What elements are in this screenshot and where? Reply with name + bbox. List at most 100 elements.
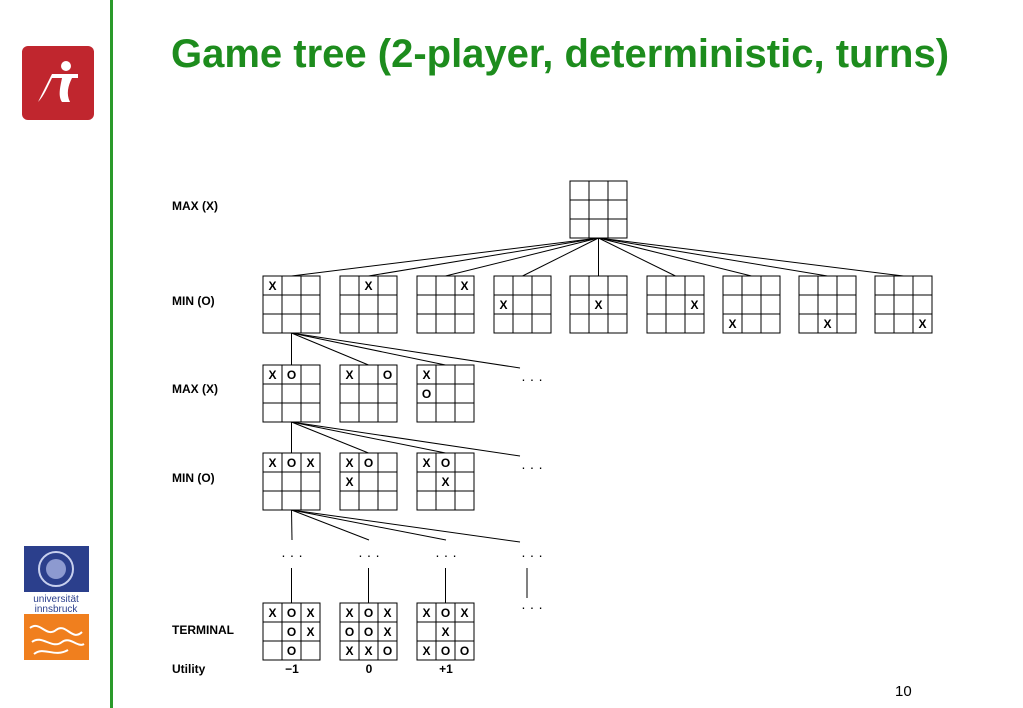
root-board	[569, 180, 628, 239]
ellipsis-text: · · ·	[521, 459, 543, 475]
x-mark: X	[422, 368, 430, 382]
x-mark: X	[441, 475, 449, 489]
x-mark: X	[422, 456, 430, 470]
tree-edge	[291, 421, 369, 454]
x-mark: X	[594, 298, 602, 312]
level1-board: X	[874, 275, 933, 334]
x-mark: X	[499, 298, 507, 312]
ellipsis-markers: · · ·· · ·· · ·· · ·· · ·· · ·· · ·	[281, 371, 543, 615]
level-label: MIN (O)	[172, 294, 215, 308]
ellipsis-text: · · ·	[521, 547, 543, 563]
x-mark: X	[306, 456, 314, 470]
x-mark: X	[383, 606, 391, 620]
x-mark: X	[345, 644, 353, 658]
green-divider-line	[110, 0, 113, 708]
level1-board: X	[493, 275, 552, 334]
o-mark: O	[441, 644, 450, 658]
tree-edge	[368, 237, 599, 277]
level-label: Utility	[172, 662, 206, 676]
o-mark: O	[383, 644, 392, 658]
o-mark: O	[287, 368, 296, 382]
tree-edge	[598, 237, 752, 277]
level2-board: XO	[416, 364, 475, 423]
x-mark: X	[306, 606, 314, 620]
tree-edge	[291, 421, 446, 454]
tree-edge	[291, 332, 521, 369]
tree-edge	[522, 237, 599, 277]
x-mark: X	[460, 279, 468, 293]
ellipsis-text: · · ·	[281, 547, 303, 563]
utility-value: +1	[439, 662, 453, 676]
o-mark: O	[364, 606, 373, 620]
tree-edge	[598, 237, 828, 277]
x-mark: X	[345, 606, 353, 620]
x-mark: X	[268, 456, 276, 470]
tree-edges	[291, 237, 904, 603]
x-mark: X	[364, 644, 372, 658]
x-mark: X	[364, 279, 372, 293]
o-mark: O	[383, 368, 392, 382]
x-mark: X	[441, 625, 449, 639]
o-mark: O	[287, 456, 296, 470]
x-mark: X	[422, 606, 430, 620]
tree-edge	[291, 421, 521, 457]
x-mark: X	[268, 368, 276, 382]
o-mark: O	[287, 644, 296, 658]
ellipsis-text: · · ·	[435, 547, 457, 563]
level1-board: X	[646, 275, 705, 334]
tree-edge	[445, 237, 599, 277]
o-mark: O	[287, 625, 296, 639]
utility-value: −1	[285, 662, 299, 676]
ellipsis-text: · · ·	[521, 599, 543, 615]
x-mark: X	[268, 606, 276, 620]
o-mark: O	[345, 625, 354, 639]
uibk-text-line2: innsbruck	[35, 604, 79, 615]
o-mark: O	[441, 456, 450, 470]
utility-value: 0	[366, 662, 373, 676]
page-number: 10	[895, 683, 912, 700]
o-mark: O	[460, 644, 469, 658]
university-seal-icon: universität innsbruck	[24, 546, 89, 660]
ellipsis-text: · · ·	[521, 371, 543, 387]
level1-board: X	[339, 275, 398, 334]
tree-edge	[291, 237, 599, 277]
o-mark: O	[287, 606, 296, 620]
level-label: MAX (X)	[172, 382, 218, 396]
x-mark: X	[345, 475, 353, 489]
level1-board: X	[569, 275, 628, 334]
x-mark: X	[422, 644, 430, 658]
level1-board: X	[798, 275, 857, 334]
x-mark: X	[383, 625, 391, 639]
o-mark: O	[364, 625, 373, 639]
tree-edge	[291, 332, 369, 366]
sti-logo-icon	[38, 61, 78, 102]
x-mark: X	[345, 368, 353, 382]
level1-board: X	[262, 275, 321, 334]
tree-edge	[598, 237, 676, 277]
x-mark: X	[345, 456, 353, 470]
level-label: TERMINAL	[172, 623, 234, 637]
tree-edge	[291, 509, 370, 541]
level-label: MIN (O)	[172, 471, 215, 485]
o-mark: O	[422, 387, 431, 401]
x-mark: X	[268, 279, 276, 293]
x-mark: X	[306, 625, 314, 639]
utility-values: −1 0 +1	[285, 662, 453, 676]
sti-logo	[22, 46, 94, 120]
o-mark: O	[364, 456, 373, 470]
x-mark: X	[690, 298, 698, 312]
tree-edge	[598, 237, 904, 277]
level-labels: MAX (X) MIN (O) MAX (X) MIN (O) TERMINAL Util…	[172, 199, 234, 676]
x-mark: X	[823, 317, 831, 331]
x-mark: X	[918, 317, 926, 331]
level-label: MAX (X)	[172, 199, 218, 213]
tree-edge	[291, 509, 521, 543]
tree-edge	[291, 509, 293, 541]
